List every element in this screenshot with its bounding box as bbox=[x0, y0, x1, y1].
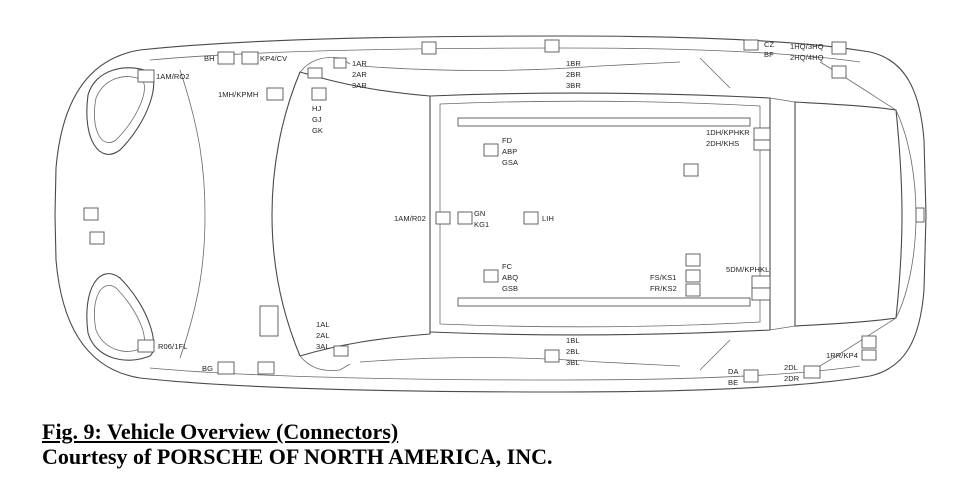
label-1am-ro2-front: 1AM/RO2 bbox=[156, 72, 190, 81]
connector-2dl bbox=[803, 365, 821, 379]
label-bh: BH bbox=[204, 54, 215, 63]
label-1br: 1BR bbox=[566, 59, 581, 68]
label-1mh-kpmh: 1MH/KPMH bbox=[218, 90, 258, 99]
connector-fr-ks2 bbox=[685, 283, 701, 297]
label-bf: BF bbox=[764, 50, 774, 59]
label-abp: ABP bbox=[502, 147, 517, 156]
label-bg: BG bbox=[202, 364, 213, 373]
label-da: DA bbox=[728, 367, 739, 376]
label-kp4-cv: KP4/CV bbox=[260, 54, 287, 63]
connector-bg bbox=[217, 361, 235, 375]
label-2dl: 2DL bbox=[784, 363, 798, 372]
connector-5dm-kphkl-b bbox=[751, 287, 771, 301]
label-fr-ks2: FR/KS2 bbox=[650, 284, 677, 293]
connector-1am-ro2-front bbox=[137, 69, 155, 83]
label-3bl: 3BL bbox=[566, 358, 580, 367]
connector-1al bbox=[333, 345, 349, 357]
connector-kp4-cv bbox=[241, 51, 259, 65]
label-abq: ABQ bbox=[502, 273, 518, 282]
sill-bar-top bbox=[457, 117, 751, 127]
connector-front-left-b bbox=[89, 231, 105, 245]
connector-bg-b bbox=[257, 361, 275, 375]
label-1hq-3hq: 1HQ/3HQ bbox=[790, 42, 824, 51]
label-cz: CZ bbox=[764, 40, 775, 49]
connector-hj bbox=[311, 87, 327, 101]
label-1al: 1AL bbox=[316, 320, 330, 329]
figure-caption-credit: Courtesy of PORSCHE OF NORTH AMERICA, IN… bbox=[42, 444, 553, 469]
label-1rr-kp4: 1RR/KP4 bbox=[826, 351, 858, 360]
connector-1am-r02-center bbox=[435, 211, 451, 225]
connector-bh bbox=[217, 51, 235, 65]
connector-1br bbox=[544, 39, 560, 53]
connector-cz bbox=[743, 39, 759, 51]
connector-2ar bbox=[307, 67, 323, 79]
figure-caption-title: Fig. 9: Vehicle Overview (Connectors) bbox=[42, 419, 399, 444]
vehicle-overview-diagram: BH KP4/CV 1AM/RO2 1MH/KPMH 1AR 2AR 3AR H… bbox=[54, 35, 927, 393]
label-gn: GN bbox=[474, 209, 485, 218]
label-2bl: 2BL bbox=[566, 347, 580, 356]
label-lih: LIH bbox=[542, 214, 554, 223]
connector-fs-ks1 bbox=[685, 269, 701, 283]
connector-1bl bbox=[544, 349, 560, 363]
label-gk: GK bbox=[312, 126, 323, 135]
label-3ar: 3AR bbox=[352, 81, 367, 90]
connector-2dh-khs bbox=[753, 139, 771, 151]
car-body-outline bbox=[54, 35, 927, 393]
connector-fc bbox=[483, 269, 499, 283]
label-1dh-kphkr: 1DH/KPHKR bbox=[706, 128, 750, 137]
connector-cabin-right bbox=[683, 163, 699, 177]
label-2dr: 2DR bbox=[784, 374, 800, 383]
connector-1dh-kphkr bbox=[753, 127, 771, 141]
label-r06-1fl: R06/1FL bbox=[158, 342, 187, 351]
label-fc: FC bbox=[502, 262, 513, 271]
connector-lih bbox=[523, 211, 539, 225]
label-1ar: 1AR bbox=[352, 59, 367, 68]
label-hj: HJ bbox=[312, 104, 322, 113]
label-gsb: GSB bbox=[502, 284, 518, 293]
label-1bl: 1BL bbox=[566, 336, 580, 345]
label-5dm-kphkl: 5DM/KPHKL bbox=[726, 265, 769, 274]
label-2dh-khs: 2DH/KHS bbox=[706, 139, 739, 148]
label-3al: 3AL bbox=[316, 342, 330, 351]
connector-labels: BH KP4/CV 1AM/RO2 1MH/KPMH 1AR 2AR 3AR H… bbox=[156, 40, 858, 387]
label-2hq-4hq: 2HQ/4HQ bbox=[790, 53, 824, 62]
connector-boxes bbox=[83, 39, 877, 383]
label-be: BE bbox=[728, 378, 738, 387]
label-fs-ks1: FS/KS1 bbox=[650, 273, 676, 282]
connector-front-left-large bbox=[259, 305, 279, 337]
connector-2hq-4hq bbox=[831, 65, 847, 79]
connector-1rr-kp4-b bbox=[861, 349, 877, 361]
label-gj: GJ bbox=[312, 115, 322, 124]
label-2al: 2AL bbox=[316, 331, 330, 340]
label-2br: 2BR bbox=[566, 70, 581, 79]
connector-1ar bbox=[333, 57, 347, 69]
connector-5dm-kphkl bbox=[751, 275, 771, 289]
connector-1hq-3hq bbox=[831, 41, 847, 55]
label-gsa: GSA bbox=[502, 158, 518, 167]
label-kg1: KG1 bbox=[474, 220, 489, 229]
label-2ar: 2AR bbox=[352, 70, 367, 79]
connector-r06-1fl bbox=[137, 339, 155, 353]
label-3br: 3BR bbox=[566, 81, 581, 90]
connector-fd bbox=[483, 143, 499, 157]
connector-front-left-a bbox=[83, 207, 99, 221]
connector-gn bbox=[457, 211, 473, 225]
sill-bar-bottom bbox=[457, 297, 751, 307]
connector-cabin-right-low bbox=[685, 253, 701, 267]
connector-da bbox=[743, 369, 759, 383]
label-1am-r02-center: 1AM/R02 bbox=[394, 214, 426, 223]
connector-1mh-kpmh bbox=[266, 87, 284, 101]
label-fd: FD bbox=[502, 136, 513, 145]
connector-top-center bbox=[421, 41, 437, 55]
connector-1rr-kp4 bbox=[861, 335, 877, 349]
